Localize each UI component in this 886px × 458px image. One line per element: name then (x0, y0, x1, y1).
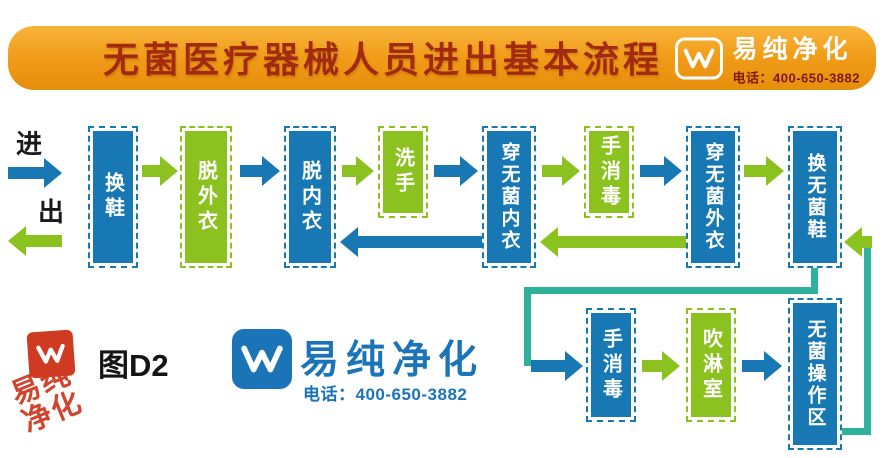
box-wash-hands-label: 洗手 (383, 131, 423, 213)
figure-label: 图D2 (98, 348, 169, 383)
exit-return-arrow-blue (340, 227, 482, 257)
box-hand-disinfect: 手消毒 (584, 126, 634, 218)
arrow-top-4 (434, 156, 478, 186)
footer-phone: 电话：400-650-3882 (303, 385, 468, 404)
banner: 无菌医疗器械人员进出基本流程 易纯净化 电话：400-650-3882 (8, 26, 876, 90)
brand-w-icon (674, 37, 723, 79)
box-hand-disinfect-label: 手消毒 (589, 131, 629, 213)
box-remove-innerwear-label: 脱内衣 (289, 131, 331, 263)
box-remove-outerwear: 脱外衣 (180, 126, 232, 268)
box-remove-innerwear: 脱内衣 (284, 126, 336, 268)
box-air-shower: 吹淋室 (686, 308, 736, 422)
box-remove-outerwear-label: 脱外衣 (185, 131, 227, 263)
box-change-shoes-label: 换鞋 (93, 131, 133, 263)
seal-script-text: 易纯净化 (6, 358, 88, 439)
connector-right-bottom (840, 428, 871, 435)
banner-title: 无菌医疗器械人员进出基本流程 (103, 38, 664, 80)
box-wear-sterile-outerwear: 穿无菌外衣 (686, 126, 740, 268)
arrow-top-3 (342, 156, 374, 186)
w-glyph (36, 343, 65, 364)
box-change-sterile-shoes-label: 换无菌鞋 (793, 131, 837, 263)
box-wear-sterile-innerwear: 穿无菌内衣 (482, 126, 536, 268)
connector-down-from-sterile-shoes (811, 268, 818, 294)
connector-down-to-bottom-row (524, 287, 531, 366)
connector-across (524, 287, 818, 294)
arrow-top-7 (744, 156, 784, 186)
box-wear-sterile-outerwear-label: 穿无菌外衣 (691, 131, 735, 263)
connector-right-vertical (864, 240, 871, 435)
box-hand-disinfect-2-label: 手消毒 (591, 313, 631, 417)
arrow-top-1 (142, 156, 178, 186)
box-sterile-operation-area-label: 无菌操作区 (793, 303, 837, 445)
exit-label: 出 (38, 197, 65, 227)
banner-brand-name: 易纯净化 (732, 35, 853, 64)
w-glyph (683, 48, 714, 68)
box-wash-hands: 洗手 (378, 126, 428, 218)
enter-arrow (8, 158, 62, 188)
enter-label: 进 (16, 129, 43, 159)
footer-brand-name: 易纯净化 (300, 339, 485, 382)
arrow-to-hand-disinfect-2 (531, 351, 583, 381)
banner-logo: 易纯净化 电话：400-650-3882 (674, 30, 860, 87)
banner-phone: 电话：400-650-3882 (732, 70, 860, 86)
box-wear-sterile-innerwear-label: 穿无菌内衣 (487, 131, 531, 263)
box-change-shoes: 换鞋 (88, 126, 138, 268)
seal-w-icon (26, 329, 76, 379)
arrow-bottom-1 (642, 351, 680, 381)
box-change-sterile-shoes: 换无菌鞋 (788, 126, 842, 268)
exit-arrow (8, 226, 62, 256)
footer-brand-w-icon (232, 329, 292, 389)
box-air-shower-label: 吹淋室 (691, 313, 731, 417)
arrow-bottom-2 (742, 351, 782, 381)
box-sterile-operation-area: 无菌操作区 (788, 298, 842, 450)
arrow-top-5 (542, 156, 580, 186)
exit-return-arrow-green (540, 227, 686, 257)
arrow-top-6 (640, 156, 682, 186)
box-hand-disinfect-2: 手消毒 (586, 308, 636, 422)
banner-logo-text: 易纯净化 电话：400-650-3882 (733, 30, 860, 87)
arrow-top-2 (240, 156, 280, 186)
w-glyph (241, 345, 283, 373)
